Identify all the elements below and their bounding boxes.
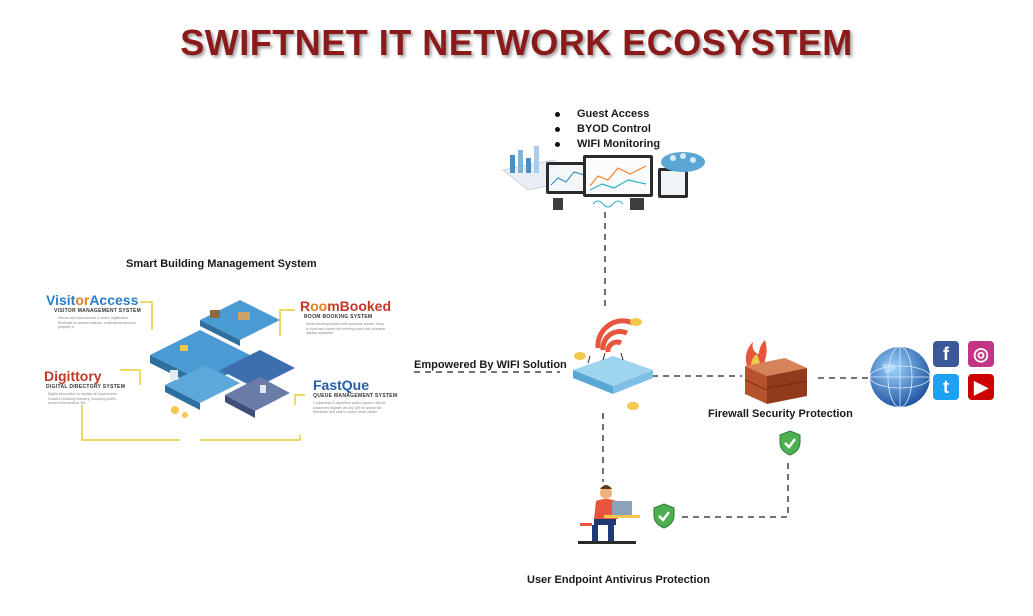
firewall-label: Firewall Security Protection xyxy=(708,408,853,420)
room-booked-desc: Smart booking system with schedule scree… xyxy=(306,322,386,335)
room-booked-module: RoomBooked ROOM BOOKING SYSTEM Smart boo… xyxy=(300,298,391,336)
visitor-access-module: VisitorAccess VISITOR MANAGEMENT SYSTEM … xyxy=(46,292,141,330)
visitor-access-logo: VisitorAccess xyxy=(46,292,139,308)
user-endpoint-icon xyxy=(578,485,640,544)
fastque-desc: Contactless & paperless queue system. Al… xyxy=(313,401,386,414)
list-item: BYOD Control xyxy=(555,122,660,137)
digittory-desc: Digital information to replace all touch… xyxy=(48,392,118,405)
dashboard-illustration xyxy=(501,146,705,210)
globe-icon xyxy=(869,346,931,408)
visitor-access-subtitle: VISITOR MANAGEMENT SYSTEM xyxy=(54,308,142,314)
guest-features-list: Guest Access BYOD Control WIFI Monitorin… xyxy=(555,107,660,152)
list-item: Guest Access xyxy=(555,107,660,122)
smart-building-heading: Smart Building Management System xyxy=(126,258,317,270)
fastque-module: FastQue QUEUE MANAGEMENT SYSTEM Contactl… xyxy=(313,377,397,415)
smart-building-illustration xyxy=(150,300,295,418)
room-booked-logo: RoomBooked xyxy=(300,298,392,314)
visitor-access-desc: Secure and track access & visitor regist… xyxy=(58,316,136,329)
facebook-icon: f xyxy=(933,341,959,367)
endpoint-label: User Endpoint Antivirus Protection xyxy=(527,574,710,586)
fastque-subtitle: QUEUE MANAGEMENT SYSTEM xyxy=(313,393,398,399)
instagram-icon: ◎ xyxy=(968,341,994,367)
list-item: WIFI Monitoring xyxy=(555,137,660,152)
line-shield xyxy=(682,462,789,518)
firewall-icon xyxy=(744,340,808,404)
shield-check-icon xyxy=(653,503,675,529)
digittory-subtitle: DIGITAL DIRECTORY SYSTEM xyxy=(46,384,126,390)
digittory-module: Digittory DIGITAL DIRECTORY SYSTEM Digit… xyxy=(44,368,128,406)
wifi-router-icon xyxy=(573,318,653,410)
digittory-logo: Digittory xyxy=(44,368,102,384)
smart-building-connectors xyxy=(81,301,305,441)
youtube-icon: ▶ xyxy=(968,374,994,400)
page-title: SWIFTNET IT NETWORK ECOSYSTEM xyxy=(180,22,853,63)
center-label: Empowered By WIFI Solution xyxy=(414,359,567,371)
shield-check-icon xyxy=(779,430,801,456)
fastque-logo: FastQue xyxy=(313,377,370,393)
room-booked-subtitle: ROOM BOOKING SYSTEM xyxy=(304,314,373,320)
twitter-icon: t xyxy=(933,374,959,400)
